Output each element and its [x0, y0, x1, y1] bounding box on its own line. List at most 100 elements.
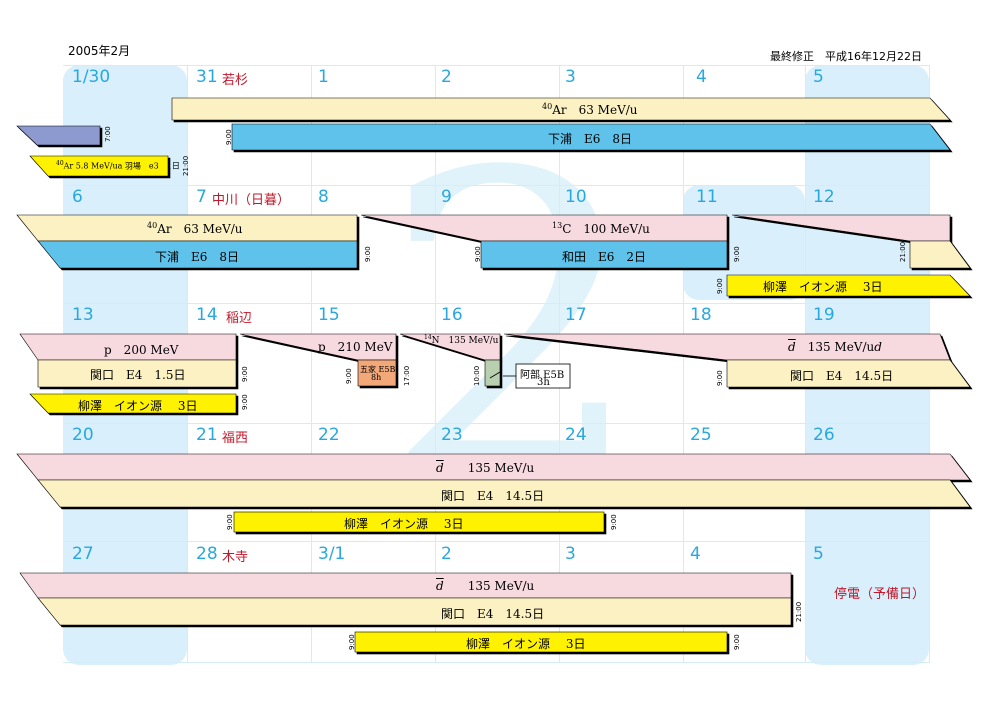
time-label: 9:00	[348, 634, 356, 650]
label-abe: 阿部 E5B	[520, 370, 565, 381]
label-ion-w5: 柳澤 イオン源 3日	[466, 637, 586, 651]
label-ion-w4: 柳澤 イオン源 3日	[344, 517, 464, 531]
label-ar-exp-w2: 下浦 E6 8日	[155, 250, 240, 264]
bar-d-beam-w4	[16, 453, 971, 481]
bar-pink-w2-end	[731, 214, 951, 242]
day-number: 22	[318, 425, 340, 445]
time-label: 9:00	[241, 394, 249, 410]
day-number: 10	[565, 187, 587, 207]
outage-label: 停電（予備日）	[834, 587, 926, 602]
time-label: 9:00	[716, 278, 724, 294]
time-label: 9:00	[345, 368, 353, 384]
time-label: 7:00	[104, 126, 112, 142]
label-n-beam: 14N 135 MeV/u	[424, 334, 499, 346]
label-gonoie: 五家 E5B	[360, 365, 396, 374]
person-week4: 福西	[222, 431, 249, 446]
day-number: 14	[196, 305, 218, 325]
day-number: 2	[441, 544, 452, 564]
person-week3: 稲辺	[226, 311, 253, 326]
day-number: 5	[813, 544, 824, 564]
time-label: 9:00	[364, 246, 372, 262]
day-number: 26	[813, 425, 835, 445]
day-number: 8	[318, 187, 329, 207]
label-d-exp-w5: 関口 E4 14.5日	[441, 607, 545, 621]
label-c-beam-w2: 13C 100 MeV/u	[552, 221, 650, 236]
label-d-beam-w4: d 135 MeV/u	[436, 461, 535, 475]
label-abe-duration: 3h	[537, 377, 550, 388]
day-number: 20	[72, 425, 94, 445]
day-number: 25	[690, 425, 712, 445]
day-number: 15	[318, 305, 340, 325]
label-gonoie-duration: 8h	[371, 373, 382, 382]
label-c-exp-w2: 和田 E6 2日	[562, 250, 647, 264]
bar-d-exp-w5	[37, 597, 792, 626]
time-label: 10:00	[473, 365, 481, 386]
time-label: 9:00	[733, 246, 741, 262]
day-number: 3	[565, 67, 576, 87]
time-label: 21:00	[795, 601, 803, 622]
bar-cream-w2-end	[909, 240, 971, 269]
day-number: 19	[813, 305, 835, 325]
label-ion-w2: 柳澤 イオン源 3日	[763, 280, 883, 294]
day-number: 5	[813, 67, 824, 87]
bar-small-ar	[29, 155, 169, 177]
label-ion-w3: 柳澤 イオン源 3日	[78, 399, 198, 413]
day-number: 2	[441, 67, 452, 87]
day-number: 7	[196, 187, 207, 207]
day-number: 16	[441, 305, 463, 325]
time-label: 9:00	[225, 129, 233, 145]
day-number: 13	[72, 305, 94, 325]
label-small-ar: 40Ar 5.8 MeV/ua 羽場 e3 1日	[56, 160, 180, 171]
revision-date: 最終修正 平成16年12月22日	[770, 50, 922, 63]
time-label: 9:00	[226, 514, 234, 530]
bar-c-exp-w2	[480, 240, 728, 269]
label-ar-beam-w2: 40Ar 63 MeV/u	[147, 221, 243, 236]
day-number: 27	[72, 544, 94, 564]
day-number: 28	[196, 544, 218, 564]
day-number: 4	[696, 67, 707, 87]
label-ar-beam-w1: 40Ar 63 MeV/u	[542, 102, 638, 117]
day-number: 31	[196, 67, 218, 87]
day-number: 21	[196, 425, 218, 445]
bar-small-purple	[16, 125, 101, 146]
month-title: 2005年2月	[68, 44, 131, 58]
time-label: 9:00	[474, 246, 482, 262]
bar-p200-exp	[37, 359, 237, 388]
bar-ion-w3	[29, 393, 237, 414]
day-number: 23	[441, 425, 463, 445]
bar-gonoie	[357, 359, 397, 387]
day-number: 24	[565, 425, 587, 445]
time-label: 21:00	[899, 241, 907, 262]
day-number: 1/30	[72, 67, 111, 87]
bar-ar-exp-w2	[37, 240, 358, 269]
label-d-exp-w3: 関口 E4 14.5日	[790, 369, 894, 383]
bar-abe	[515, 363, 571, 389]
time-label: 9:00	[241, 366, 249, 382]
time-label: 21:00	[182, 155, 190, 176]
time-label: 17:00	[403, 365, 411, 386]
day-number: 12	[813, 187, 835, 207]
bar-d-exp-w3	[726, 359, 971, 388]
bar-c-beam-w2	[360, 214, 728, 242]
day-number: 18	[690, 305, 712, 325]
label-ar-exp-w1: 下浦 E6 8日	[548, 132, 633, 146]
day-number: 17	[565, 305, 587, 325]
bar-d-beam-w3	[503, 333, 951, 361]
day-number: 9	[441, 187, 452, 207]
time-label: 9:00	[610, 514, 618, 530]
label-d-beam-w5: d 135 MeV/u	[436, 579, 535, 593]
bar-ion-w5	[354, 631, 728, 653]
bar-ion-w2	[726, 274, 971, 297]
day-number: 3	[565, 544, 576, 564]
bar-ar-exp-w1	[231, 123, 951, 151]
label-d-beam-w3: d 135 MeV/ud	[788, 340, 882, 354]
label-p200-beam: p 200 MeV	[104, 343, 179, 357]
day-number: 3/1	[318, 544, 346, 564]
person-week5: 木寺	[222, 550, 249, 565]
bar-green	[484, 359, 501, 387]
time-label: 9:00	[733, 634, 741, 650]
label-p210-beam: p 210 MeV	[318, 340, 393, 354]
bar-ar-beam-w1	[171, 97, 951, 121]
day-number: 1	[318, 67, 329, 87]
